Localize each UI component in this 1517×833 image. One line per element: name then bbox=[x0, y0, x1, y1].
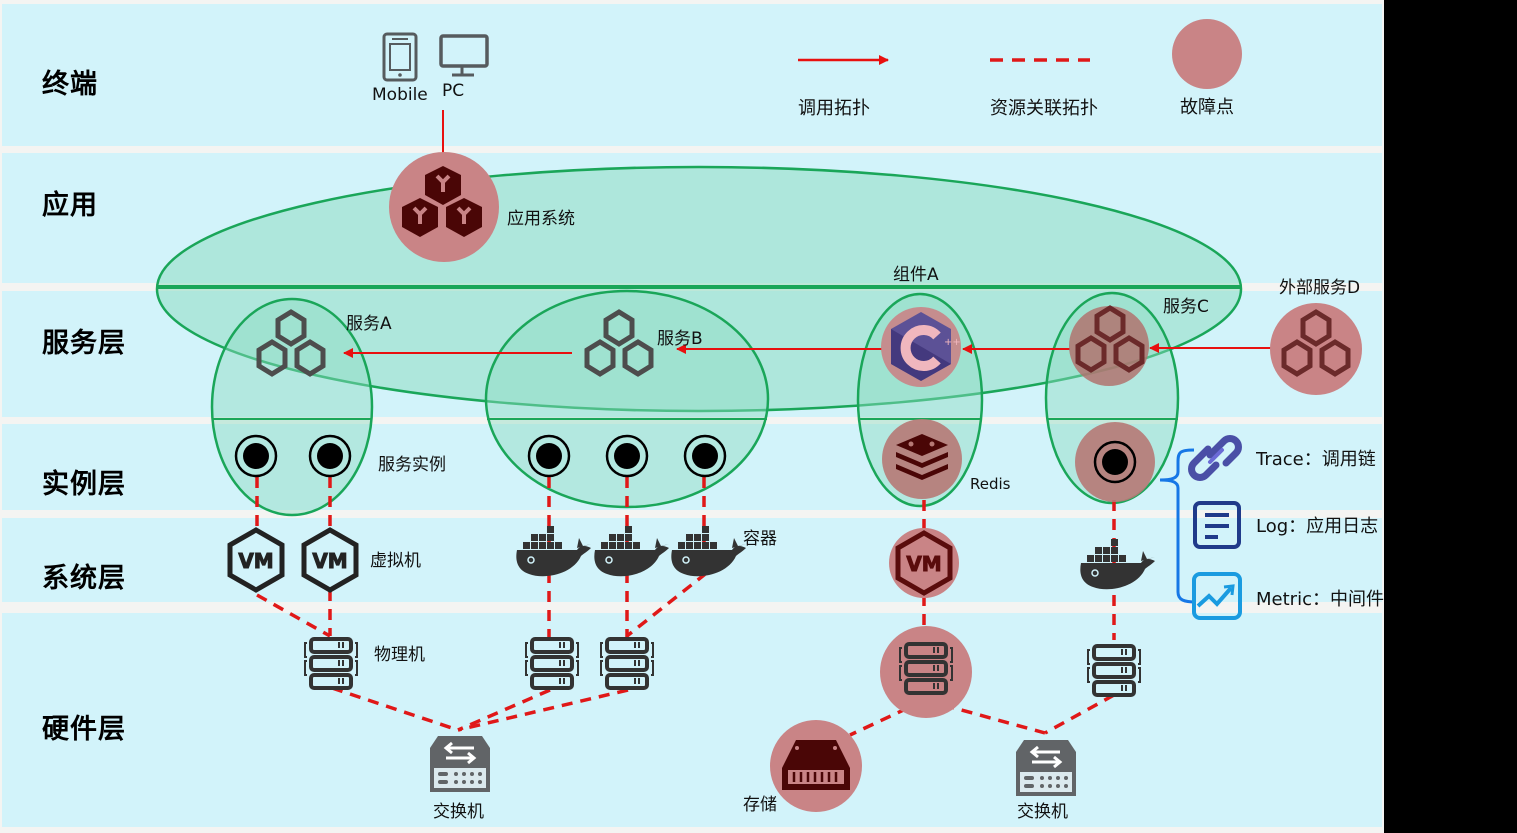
resource-link bbox=[457, 688, 551, 732]
mobile-label: Mobile bbox=[372, 85, 428, 105]
resource-link bbox=[256, 593, 331, 638]
switch-left-label: 交换机 bbox=[433, 802, 484, 822]
legend-call-topology-label: 调用拓扑 bbox=[798, 98, 870, 119]
service-instance-label: 服务实例 bbox=[378, 455, 446, 475]
docker-container-icon[interactable] bbox=[515, 525, 592, 577]
redis-label: Redis bbox=[970, 475, 1011, 493]
layer-band-hardware: 硬件层 bbox=[2, 613, 1382, 827]
storage-disk-icon[interactable] bbox=[782, 740, 850, 790]
component-a-label: 组件A bbox=[893, 265, 939, 285]
physical-server-icon[interactable] bbox=[599, 637, 655, 690]
pc-label: PC bbox=[442, 81, 465, 101]
vm-icon[interactable] bbox=[304, 530, 356, 590]
fault-marker bbox=[882, 419, 962, 499]
service-a-label: 服务A bbox=[346, 314, 392, 334]
resource-link bbox=[849, 698, 926, 737]
physical-server-icon[interactable] bbox=[524, 637, 580, 690]
layer-label-terminal: 终端 bbox=[42, 69, 98, 100]
physical-server-icon[interactable] bbox=[303, 637, 359, 690]
link-chain-icon[interactable] bbox=[1188, 435, 1242, 481]
service-c-label: 服务C bbox=[1163, 297, 1209, 317]
trace-label: Trace：调用链 bbox=[1256, 449, 1376, 470]
application-system-label: 应用系统 bbox=[507, 209, 575, 229]
storage-label: 存储 bbox=[743, 795, 777, 815]
pc-monitor-icon bbox=[439, 34, 489, 77]
legend-resource-topology-label: 资源关联拓扑 bbox=[990, 98, 1098, 119]
metric-label: Metric：中间件 bbox=[1256, 589, 1384, 610]
mobile-icon bbox=[382, 32, 418, 82]
layer-label-hardware: 硬件层 bbox=[42, 714, 126, 745]
vm-label: 虚拟机 bbox=[370, 551, 421, 571]
layer-label-system: 系统层 bbox=[42, 563, 126, 594]
log-document-icon[interactable] bbox=[1193, 501, 1241, 549]
cpp-icon[interactable]: ++ bbox=[891, 312, 961, 381]
container-label: 容器 bbox=[743, 529, 777, 549]
log-label: Log：应用日志 bbox=[1256, 516, 1379, 537]
legend-fault-point-label: 故障点 bbox=[1180, 97, 1234, 118]
network-switch-icon[interactable] bbox=[1014, 738, 1078, 798]
redis-icon[interactable] bbox=[896, 434, 948, 480]
vm-icon[interactable] bbox=[230, 530, 282, 590]
docker-container-icon[interactable] bbox=[670, 525, 747, 577]
network-switch-icon[interactable] bbox=[428, 734, 492, 794]
svg-text:++: ++ bbox=[944, 337, 961, 348]
layer-label-service: 服务层 bbox=[42, 328, 126, 359]
physical-server-label: 物理机 bbox=[374, 645, 425, 665]
group-ellipse-service-b bbox=[484, 289, 770, 509]
legend-fault-circle-icon bbox=[1172, 19, 1242, 89]
physical-server-icon[interactable] bbox=[1086, 644, 1142, 697]
switch-right-label: 交换机 bbox=[1017, 802, 1068, 822]
docker-container-icon[interactable] bbox=[593, 525, 670, 577]
docker-container-icon[interactable] bbox=[1079, 538, 1156, 590]
resource-link bbox=[457, 688, 629, 732]
resource-link bbox=[1044, 693, 1115, 735]
resource-links bbox=[255, 477, 1116, 737]
resource-link bbox=[331, 686, 459, 732]
application-system-icon[interactable] bbox=[402, 166, 482, 237]
service-b-label: 服务B bbox=[657, 329, 703, 349]
fault-marker bbox=[880, 626, 972, 718]
layer-band-terminal: 终端 bbox=[2, 4, 1382, 146]
topology-diagram: VM bbox=[155, 19, 1362, 812]
external-service-d-label: 外部服务D bbox=[1279, 278, 1361, 298]
observability-brace bbox=[1159, 448, 1197, 604]
layer-label-instance: 实例层 bbox=[42, 469, 126, 500]
layer-label-application: 应用 bbox=[42, 190, 98, 221]
metric-chart-icon[interactable] bbox=[1192, 572, 1242, 620]
